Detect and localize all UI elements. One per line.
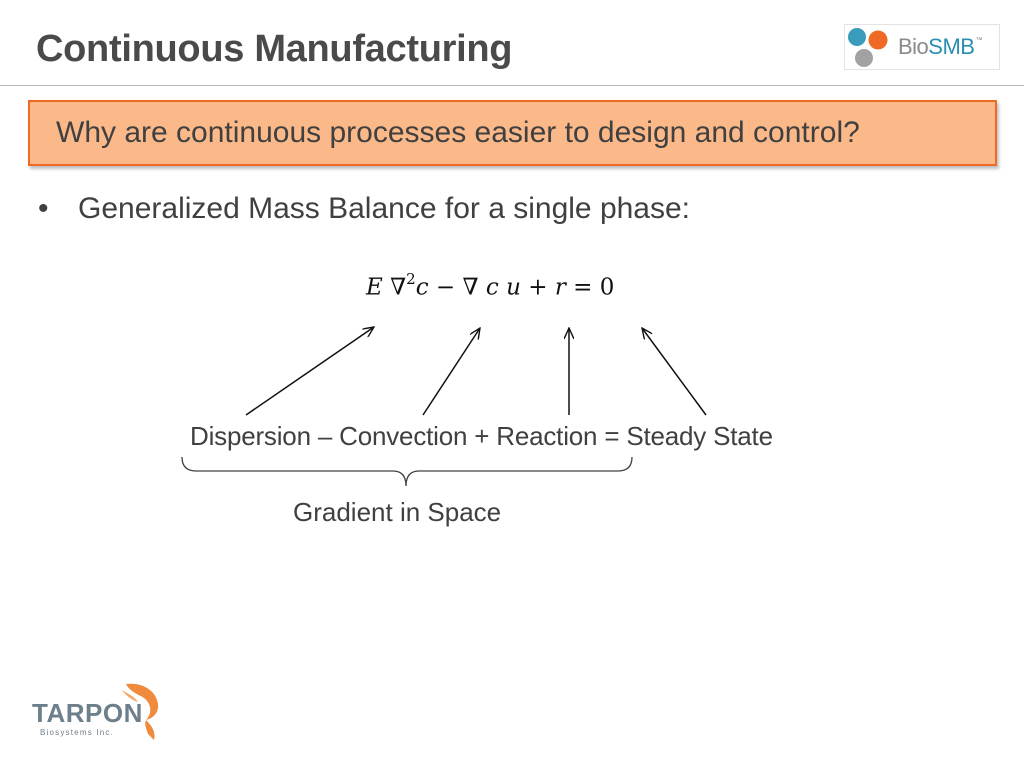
slide-title: Continuous Manufacturing (36, 28, 513, 70)
arrow-steady-state (642, 328, 707, 416)
eq-plus: + (528, 274, 548, 301)
term-dispersion: Dispersion (190, 421, 311, 451)
term-equals: = (604, 421, 620, 451)
eq-minus: − (435, 274, 456, 301)
term-dash: – (317, 421, 333, 451)
title-divider (0, 85, 1024, 86)
tarpon-logo: TARPON Biosystems Inc. (32, 680, 172, 742)
eq-reaction-rate: r (554, 274, 566, 301)
arrow-convection (422, 328, 480, 416)
biosmb-wordmark: BioSMB™ (898, 34, 982, 60)
question-text: Why are continuous processes easier to d… (56, 116, 860, 149)
eq-laplacian-operator: ∇ (390, 274, 407, 301)
term-reaction: Reaction (496, 421, 598, 451)
bullet-item: • Generalized Mass Balance for a single p… (38, 192, 690, 226)
eq-concentration-2: c (485, 274, 499, 301)
eq-equals: = (573, 274, 593, 301)
tarpon-tagline: Biosystems Inc. (40, 728, 115, 737)
biosmb-logo: BioSMB™ (844, 24, 1000, 70)
bullet-symbol: • (38, 192, 49, 225)
biosmb-tm-mark: ™ (975, 37, 982, 44)
eq-dispersion-coefficient: E (366, 274, 383, 301)
term-plus: + (474, 421, 490, 451)
balance-terms-line: Dispersion – Convection + Reaction = Ste… (190, 421, 773, 452)
biosmb-smb-text: SMB (928, 34, 975, 59)
eq-rhs-zero: 0 (599, 274, 615, 301)
bullet-text: Generalized Mass Balance for a single ph… (78, 192, 691, 225)
biosmb-dots-icon (848, 28, 888, 67)
term-convection: Convection (339, 421, 468, 451)
mass-balance-equation: E ∇2c − ∇ c u + r = 0 (366, 270, 615, 301)
tarpon-wordmark: TARPON (32, 698, 143, 728)
term-steady-state: Steady State (626, 421, 773, 451)
tarpon-fish-icon (122, 683, 159, 740)
question-callout: Why are continuous processes easier to d… (28, 100, 997, 166)
eq-velocity: u (506, 274, 521, 301)
arrow-dispersion (245, 327, 374, 416)
biosmb-bio-text: Bio (898, 34, 929, 59)
eq-concentration-1: c (415, 274, 429, 301)
eq-laplacian-exponent: 2 (406, 270, 416, 288)
gradient-in-space-label: Gradient in Space (293, 497, 502, 527)
eq-gradient-operator: ∇ (462, 274, 479, 301)
gradient-brace (181, 456, 633, 487)
